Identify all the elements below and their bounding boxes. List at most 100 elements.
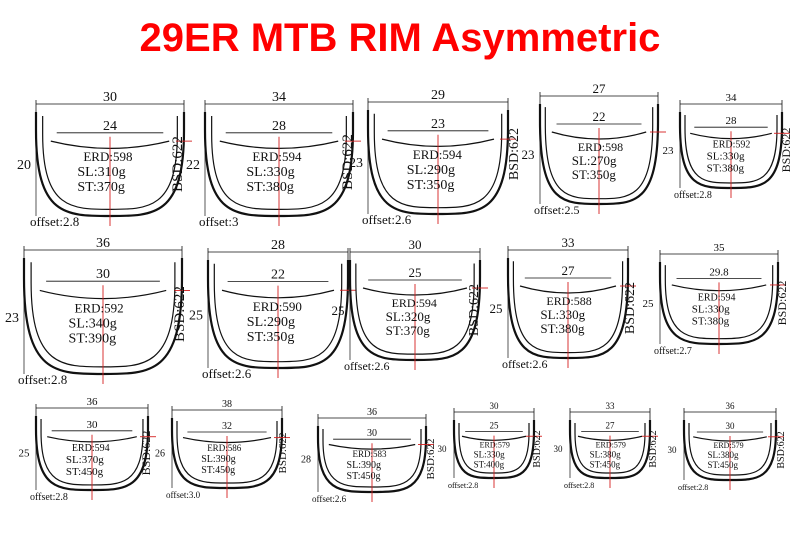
st-weight-label: ST:450g <box>707 460 738 470</box>
outer-width-label: 36 <box>367 407 377 418</box>
height-label: 25 <box>19 448 31 460</box>
inner-width-label: 28 <box>726 115 738 127</box>
offset-label: offset:2.8 <box>678 483 708 492</box>
inner-width-label: 32 <box>222 421 232 432</box>
sl-weight-label: SL:270g <box>572 153 617 168</box>
st-weight-label: ST:450g <box>201 465 235 476</box>
outer-width-label: 33 <box>606 401 616 411</box>
erd-label: ERD:579 <box>713 441 743 450</box>
st-weight-label: ST:370g <box>386 323 431 338</box>
offset-label: offset:3.0 <box>166 490 201 500</box>
st-weight-label: ST:350g <box>407 178 455 193</box>
sl-weight-label: SL:390g <box>201 454 235 465</box>
outer-width-label: 29 <box>431 88 445 103</box>
offset-label: offset:2.7 <box>654 346 692 357</box>
offset-label: offset:3 <box>199 214 238 229</box>
sl-weight-label: SL:290g <box>247 315 295 330</box>
st-weight-label: ST:390g <box>69 332 117 347</box>
st-weight-label: ST:450g <box>347 471 381 482</box>
bsd-label: BSD:622 <box>277 433 289 474</box>
erd-label: ERD:594 <box>392 296 437 310</box>
bsd-label: BSD:622 <box>340 134 356 190</box>
outer-width-label: 28 <box>271 238 285 253</box>
sl-weight-label: SL:370g <box>66 454 104 466</box>
bsd-label: BSD:622 <box>425 439 437 480</box>
st-weight-label: ST:350g <box>572 167 617 182</box>
st-weight-label: ST:380g <box>246 180 294 195</box>
offset-label: offset:2.6 <box>502 357 547 371</box>
sl-weight-label: SL:320g <box>386 309 431 324</box>
offset-label: offset:2.8 <box>30 214 79 229</box>
outer-width-label: 38 <box>222 399 232 410</box>
height-label: 25 <box>332 303 345 318</box>
inner-width-label: 30 <box>87 419 99 431</box>
inner-width-label: 22 <box>593 109 606 124</box>
st-weight-label: ST:380g <box>707 163 745 175</box>
height-label: 30 <box>554 444 564 454</box>
erd-label: ERD:592 <box>75 301 124 316</box>
erd-label: ERD:590 <box>253 299 302 314</box>
offset-label: offset:2.5 <box>534 203 579 217</box>
height-label: 28 <box>301 454 311 465</box>
erd-label: ERD:579 <box>480 440 510 449</box>
offset-label: offset:2.6 <box>312 494 347 504</box>
inner-width-label: 29.8 <box>709 266 729 278</box>
height-label: 23 <box>5 311 19 326</box>
bsd-label: BSD:622 <box>775 281 789 326</box>
height-label: 30 <box>438 444 448 454</box>
rim-profile: 292323ERD:594SL:290gST:350goffset:2.6BSD… <box>340 88 516 227</box>
bsd-label: BSD:622 <box>779 128 793 173</box>
bsd-label: BSD:622 <box>170 136 186 192</box>
outer-width-label: 33 <box>562 235 575 250</box>
erd-label: ERD:594 <box>252 149 302 164</box>
st-weight-label: ST:380g <box>540 321 585 336</box>
sl-weight-label: SL:330g <box>707 151 745 163</box>
erd-label: ERD:592 <box>713 140 751 151</box>
erd-label: ERD:598 <box>83 149 132 164</box>
rim-profile: 282225ERD:590SL:290gST:350goffset:2.6BSD… <box>172 238 356 381</box>
bsd-label: BSD:622 <box>467 284 482 336</box>
st-weight-label: ST:380g <box>692 316 730 328</box>
bsd-label: BSD:622 <box>776 431 787 468</box>
outer-width-label: 34 <box>726 92 738 104</box>
outer-width-label: 30 <box>103 90 117 105</box>
inner-width-label: 27 <box>606 421 616 431</box>
sl-weight-label: SL:330g <box>246 165 294 180</box>
sl-weight-label: SL:340g <box>69 317 117 332</box>
offset-label: offset:2.8 <box>18 372 67 387</box>
erd-label: ERD:588 <box>546 294 591 308</box>
offset-label: offset:2.8 <box>564 481 594 490</box>
st-weight-label: ST:350g <box>247 330 295 345</box>
erd-label: ERD:586 <box>207 443 242 453</box>
rim-profile: 363028ERD:583SL:390gST:450goffset:2.6BSD… <box>301 407 437 504</box>
height-label: 23 <box>522 147 535 162</box>
outer-width-label: 36 <box>87 396 99 408</box>
outer-width-label: 34 <box>272 90 286 105</box>
offset-label: offset:2.8 <box>674 190 712 201</box>
inner-width-label: 28 <box>272 119 286 134</box>
inner-width-label: 25 <box>490 421 500 431</box>
inner-width-label: 22 <box>271 268 285 283</box>
erd-label: ERD:583 <box>353 449 388 459</box>
inner-width-label: 30 <box>96 267 110 282</box>
sl-weight-label: SL:330g <box>540 307 585 322</box>
outer-width-label: 30 <box>490 401 500 411</box>
outer-width-label: 27 <box>593 81 607 96</box>
erd-label: ERD:594 <box>72 443 110 454</box>
bsd-label: BSD:622 <box>623 282 638 334</box>
bsd-label: BSD:622 <box>648 430 659 467</box>
page-title: 29ER MTB RIM Asymmetric <box>139 16 661 60</box>
height-label: 22 <box>186 158 200 173</box>
inner-width-label: 25 <box>409 265 422 280</box>
height-label: 25 <box>189 308 203 323</box>
